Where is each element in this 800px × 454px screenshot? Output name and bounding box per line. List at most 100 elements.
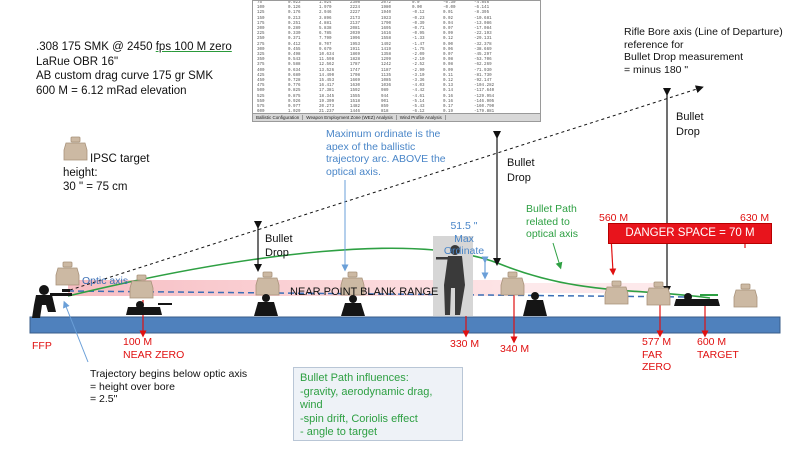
ipsc-target-icon-577m	[646, 281, 671, 306]
ipsc-line-3: 30 " = 75 cm	[63, 181, 128, 193]
table-cell: 859	[381, 105, 389, 110]
table-cell: 0.412	[288, 42, 301, 47]
table-cell: 989	[381, 89, 389, 94]
table-cell: 2227	[350, 11, 361, 16]
table-cell: 0.16	[443, 94, 454, 99]
table-cell: 2081	[350, 27, 361, 32]
table-cell: -71.930	[474, 68, 492, 73]
crouching-soldier-silhouette-250m	[341, 295, 365, 316]
specs-line-2: LaRue OBR 16"	[36, 55, 119, 68]
table-cell: 0.06	[443, 47, 454, 52]
load-specifications: .308 175 SMK @ 2450 fps 100 M zero LaRue…	[36, 40, 232, 98]
ipsc-target-icon-ffp	[55, 261, 80, 286]
tab-wind-profile[interactable]: Wind Profile Analysis	[396, 115, 446, 120]
table-cell: 0.289	[288, 27, 301, 32]
table-cell: 575	[257, 105, 265, 110]
table-cell: -0.95	[412, 32, 425, 37]
table-cell: 15.453	[319, 79, 335, 84]
table-cell: 10.634	[319, 53, 335, 58]
specs-line-1: .308 175 SMK @ 2450 fps 100 M zero	[36, 41, 232, 53]
table-cell: 0.13	[443, 84, 454, 89]
table-cell: 0.728	[288, 79, 301, 84]
table-cell: -38.669	[474, 47, 492, 52]
table-cell: 1558	[381, 37, 392, 42]
table-cell: 0.07	[443, 53, 454, 58]
tab-ballistic-configuration[interactable]: Ballistic Configuration	[253, 115, 304, 120]
table-cell: -32.378	[474, 42, 492, 47]
table-cell: 1695	[381, 27, 392, 32]
table-cell: 1996	[350, 37, 361, 42]
table-cell: 100	[257, 6, 265, 11]
table-cell: -4.846	[474, 1, 490, 5]
table-cell: 2.946	[319, 11, 332, 16]
table-cell: 1492	[381, 42, 392, 47]
bullet-path-note: Bullet Path related to optical axis	[526, 203, 578, 240]
table-cell: 1.024	[319, 1, 332, 5]
table-cell: 1419	[381, 47, 392, 52]
bore-axis-note: Rifle Bore axis (Line of Departure) refe…	[624, 26, 783, 76]
table-cell: 2039	[350, 32, 361, 37]
table-cell: -2.52	[412, 63, 425, 68]
table-cell: 1446	[346, 110, 377, 115]
table-cell: 0.634	[288, 68, 301, 73]
table-cell: 0.08	[443, 58, 454, 63]
label-577m: 577 M FAR ZERO	[642, 336, 672, 373]
table-cell: -8.395	[474, 11, 490, 16]
bullet-drop-label-3: Bullet Drop	[676, 111, 704, 138]
shooter-silhouette-ffp	[32, 285, 72, 318]
table-cell: 19.309	[319, 99, 335, 104]
table-cell: 1555	[350, 94, 361, 99]
table-cell: 0.04	[443, 21, 454, 26]
table-cell: -81.730	[474, 73, 492, 78]
table-cell: 1630	[350, 84, 361, 89]
bullet-drop-label-1: Bullet Drop	[265, 233, 293, 259]
table-cell: 0.455	[288, 47, 301, 52]
table-cell: 250	[257, 37, 265, 42]
table-cell: 0.213	[288, 16, 301, 21]
table-cell: 8.707	[319, 42, 332, 47]
table-cell: -17.084	[474, 27, 492, 32]
table-cell: 1980	[381, 6, 392, 11]
table-cell: 1828	[350, 58, 361, 63]
table-cell: 0.498	[288, 53, 301, 58]
table-cell: 20.273	[319, 105, 335, 110]
table-cell: 1358	[381, 53, 392, 58]
table-cell: -1.75	[412, 47, 425, 52]
table-cell: 0.371	[288, 37, 301, 42]
table-cell: 1187	[381, 68, 392, 73]
danger-space-box: DANGER SPACE = 70 M	[608, 223, 772, 244]
table-cell: -13.086	[474, 21, 492, 26]
table-cell: 0.11	[443, 73, 454, 78]
table-cell: -1.33	[412, 37, 425, 42]
prone-sniper-silhouette-600m	[674, 293, 720, 306]
table-cell: -22.193	[474, 32, 492, 37]
tab-wez-analysis[interactable]: Weapon Employment Zone (WEZ) Analysis	[303, 115, 397, 120]
table-cell: -53.706	[474, 58, 492, 63]
table-cell: 0.330	[288, 32, 301, 37]
table-cell: 1242	[381, 63, 392, 68]
label-ffp: FFP	[32, 340, 52, 352]
bullet-drop-label-2: Bullet Drop	[507, 157, 535, 184]
table-cell: 0.926	[288, 99, 301, 104]
table-cell: 16.417	[319, 84, 335, 89]
bullet-path-note-pointer	[552, 242, 563, 270]
table-cell: 325	[257, 53, 265, 58]
table-cell: 9.670	[319, 47, 332, 52]
table-cell: 6.785	[319, 32, 332, 37]
table-cell: 1747	[350, 68, 361, 73]
table-cell: 0.126	[288, 6, 301, 11]
ipsc-target-icon-legend	[63, 136, 88, 161]
table-cell: -3.10	[412, 73, 425, 78]
